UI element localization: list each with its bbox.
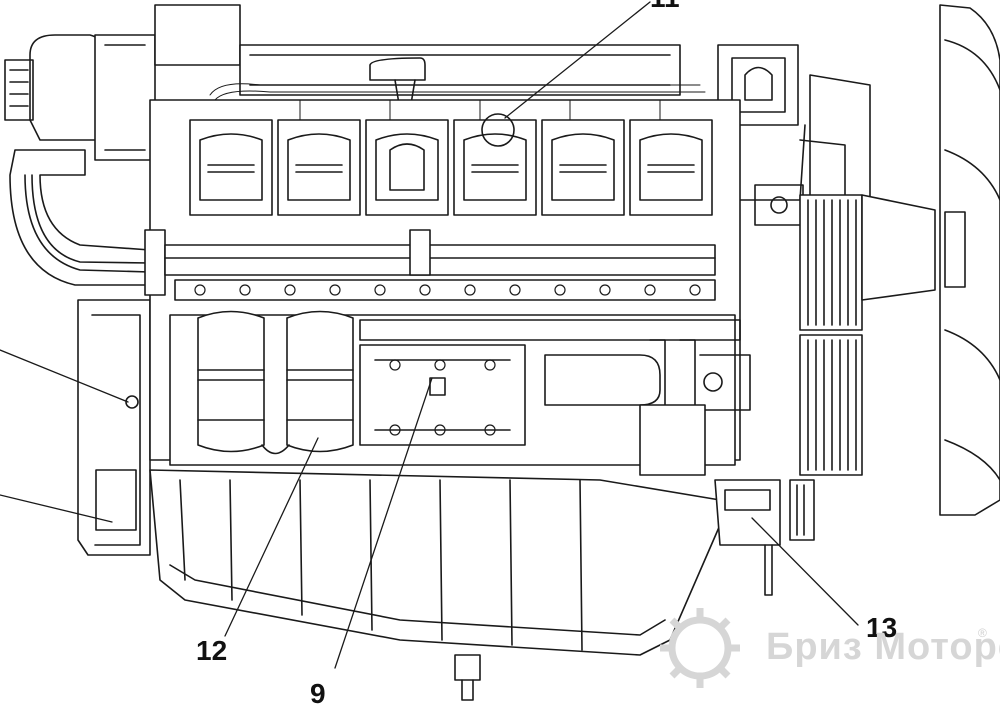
air-elbow <box>717 44 806 226</box>
callout-11: 11 <box>650 0 680 12</box>
watermark-text: Бриз Моторс <box>766 626 1000 668</box>
sensor-bracket <box>714 479 781 596</box>
oil-sump <box>149 469 721 701</box>
cylinder-head-covers <box>189 113 713 216</box>
leader-lines <box>0 1 859 669</box>
leader-9 <box>334 377 433 669</box>
fan <box>861 4 1000 516</box>
leader-left-b <box>0 494 113 523</box>
pulley-stack <box>789 194 863 541</box>
intake-manifold <box>154 4 681 111</box>
callout-12: 12 <box>196 635 228 666</box>
exhaust-manifold <box>144 229 716 301</box>
flywheel-housing <box>77 299 151 556</box>
leader-12 <box>224 437 319 637</box>
turbocharger <box>4 34 156 161</box>
callout-13: 13 <box>866 612 898 643</box>
fuel-lines <box>209 83 706 121</box>
cooler-housing <box>359 344 526 446</box>
leader-11 <box>504 1 651 119</box>
callout-9: 9 <box>310 678 326 709</box>
coolant-pipe <box>544 339 751 476</box>
oil-filters <box>197 310 354 455</box>
exhaust-elbow <box>9 149 151 286</box>
leader-left-a <box>0 349 129 403</box>
leader-13 <box>751 517 859 626</box>
watermark-gear-icon <box>660 608 740 688</box>
watermark-registered-symbol: ® <box>978 626 987 640</box>
